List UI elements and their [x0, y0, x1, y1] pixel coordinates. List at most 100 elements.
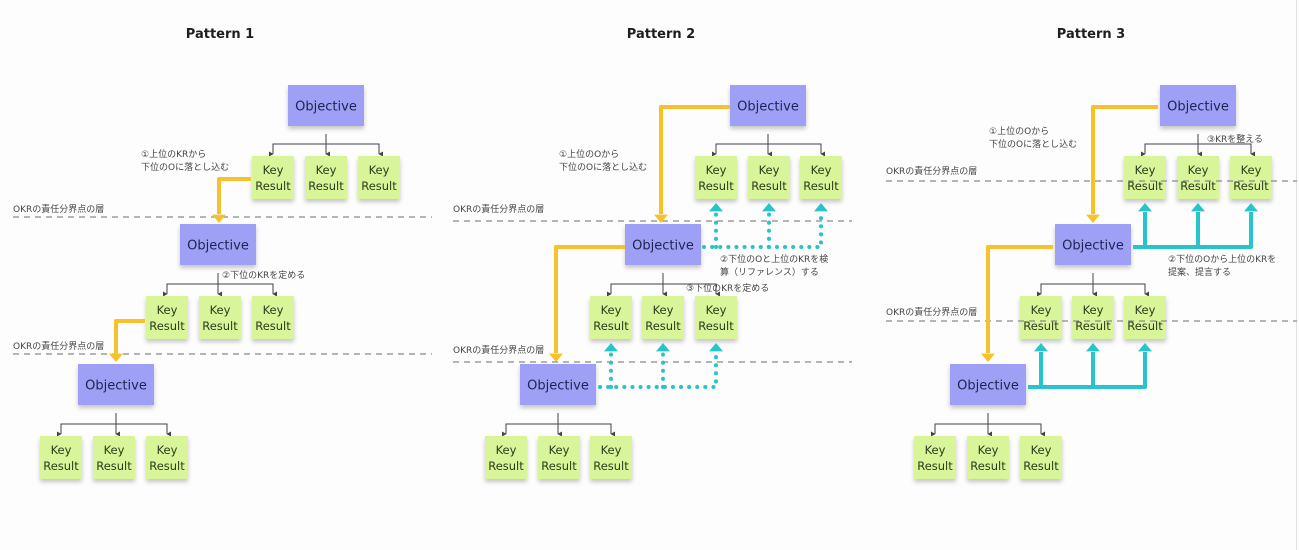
p1-cascade-arrow-1	[217, 177, 251, 214]
p1-step1-note-line1: ①上位のKRから	[141, 148, 206, 160]
key-result-label-line1: Key	[1241, 163, 1262, 177]
key-result-label-line2: Result	[541, 459, 577, 473]
objective-sticky	[950, 364, 1026, 405]
reference-arrow-head	[1034, 343, 1048, 352]
p3-level3-connector	[931, 413, 1045, 437]
key-result-label-line1: Key	[51, 443, 72, 457]
key-result-label-line2: Result	[1023, 319, 1059, 333]
p1-cascade-arrow-2	[114, 319, 145, 353]
key-result-sticky	[1124, 156, 1166, 199]
objective-sticky	[1160, 85, 1236, 126]
key-result-label-line1: Key	[601, 443, 622, 457]
key-result-sticky	[1177, 156, 1219, 199]
key-result-label-line2: Result	[255, 319, 291, 333]
p1-boundary-label-2: OKRの責任分界点の層	[13, 340, 104, 352]
p1-level2-connector	[163, 273, 277, 297]
reference-arrow-head	[604, 343, 618, 352]
reference-arrow-head	[1191, 203, 1205, 212]
objective-sticky	[730, 85, 806, 126]
key-result-label-line2: Result	[488, 459, 524, 473]
p2-reference-arrows-2	[598, 350, 718, 389]
connector-branch	[931, 423, 1045, 437]
pattern-2-title: Pattern 2	[627, 27, 695, 42]
p2-step3-note: ③下位のKRを定める	[686, 282, 769, 294]
p3-step3-note: ③KRを整える	[1207, 133, 1263, 145]
key-result-sticky	[1230, 156, 1272, 199]
p1-boundary-label-1: OKRの責任分界点の層	[13, 203, 104, 215]
key-result-label-line2: Result	[917, 459, 953, 473]
p2-level2-connector	[607, 273, 720, 297]
p3-proposal-arrows-1	[1133, 212, 1253, 249]
reference-arrow-head	[709, 343, 723, 352]
key-result-label-line1: Key	[1135, 163, 1156, 177]
cascade-arrow-line	[217, 177, 251, 214]
key-result-label-line1: Key	[1031, 443, 1052, 457]
p3-boundary-label-2: OKRの責任分界点の層	[886, 306, 977, 318]
p3-level2-objective: Objective	[1055, 224, 1131, 265]
connector-branch	[502, 423, 615, 437]
key-result-label-line1: Key	[316, 163, 337, 177]
reference-arrow-head	[1138, 203, 1152, 212]
p3-level1-connector	[1141, 134, 1255, 157]
key-result-label-line2: Result	[308, 179, 344, 193]
p1-step1-note-line2: 下位のOに落とし込む	[141, 161, 229, 173]
objective-label: Objective	[295, 100, 357, 115]
key-result-sticky	[695, 296, 737, 339]
p1-step2-note: ②下位のKRを定める	[222, 269, 305, 281]
canvas-edge	[1296, 0, 1297, 550]
key-result-label-line1: Key	[1083, 303, 1104, 317]
p2-step1-note-line1: ①上位のOから	[559, 148, 619, 160]
key-result-label-line1: Key	[978, 443, 999, 457]
key-result-label-line1: Key	[549, 443, 570, 457]
key-result-label-line1: Key	[653, 303, 674, 317]
objective-sticky	[1055, 224, 1131, 265]
reference-arrow-head	[656, 343, 670, 352]
objective-sticky	[78, 364, 154, 405]
p2-level3-connector	[502, 413, 615, 437]
key-result-sticky	[914, 436, 956, 479]
key-result-label-line2: Result	[255, 179, 291, 193]
key-result-sticky	[146, 296, 188, 339]
key-result-label-line2: Result	[803, 179, 839, 193]
key-result-label-line1: Key	[1188, 163, 1209, 177]
cascade-arrow-head	[109, 353, 123, 362]
cascade-arrow-line	[114, 319, 145, 353]
key-result-label-line1: Key	[369, 163, 390, 177]
p3-step1-note-line2: 下位のOに落とし込む	[989, 138, 1077, 150]
pattern-3-title: Pattern 3	[1057, 27, 1125, 42]
key-result-label-line1: Key	[210, 303, 231, 317]
cascade-arrow-line	[554, 245, 625, 353]
key-result-sticky	[1020, 296, 1062, 339]
key-result-label-line2: Result	[698, 179, 734, 193]
p3-level2-connector	[1037, 273, 1149, 297]
key-result-sticky	[252, 156, 294, 199]
key-result-label-line2: Result	[43, 459, 79, 473]
key-result-sticky	[93, 436, 135, 479]
cascade-arrow-head	[1086, 214, 1100, 223]
objective-sticky	[288, 85, 364, 126]
key-result-label-line2: Result	[698, 319, 734, 333]
objective-label: Objective	[1167, 100, 1229, 115]
key-result-sticky	[1020, 436, 1062, 479]
key-result-label-line2: Result	[361, 179, 397, 193]
connector-branch	[1037, 283, 1149, 297]
key-result-label-line1: Key	[104, 443, 125, 457]
key-result-sticky	[40, 436, 82, 479]
key-result-sticky	[967, 436, 1009, 479]
p2-level2-objective: Objective	[625, 224, 701, 265]
p1-level3-connector	[57, 413, 171, 437]
key-result-label-line2: Result	[1127, 319, 1163, 333]
objective-label: Objective	[737, 100, 799, 115]
key-result-label-line1: Key	[263, 163, 284, 177]
key-result-label-line2: Result	[970, 459, 1006, 473]
